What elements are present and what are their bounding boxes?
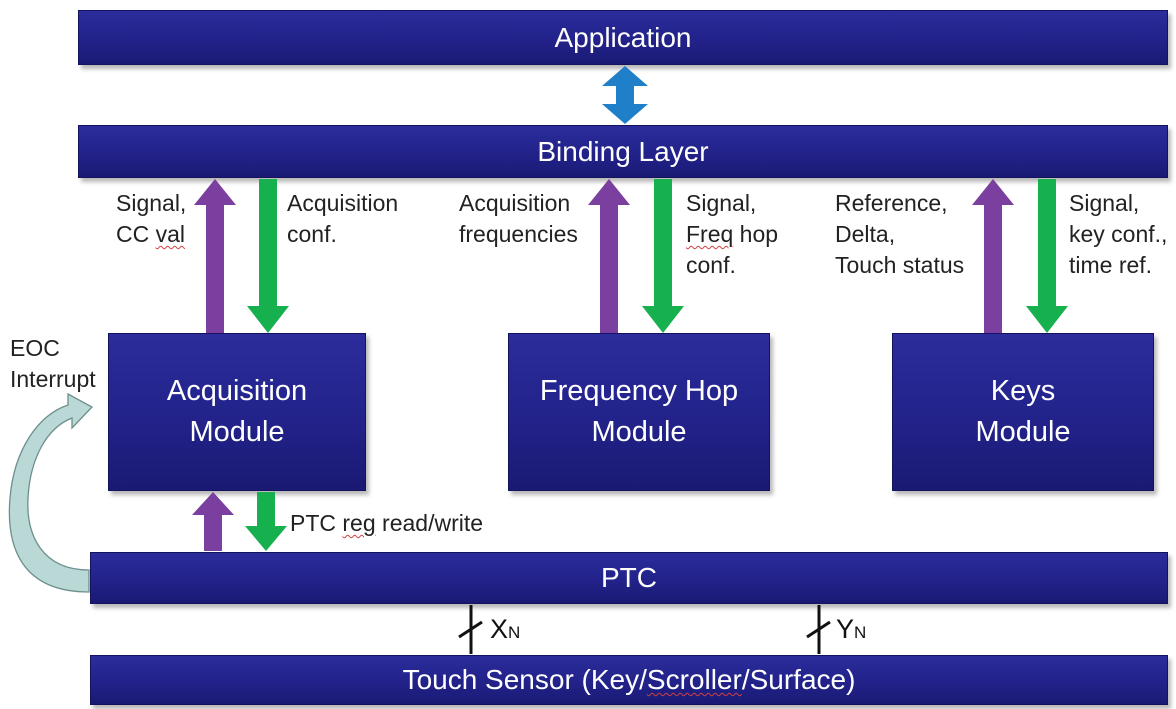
touch-sensor-layer: Touch Sensor (Key/Scroller/Surface): [90, 655, 1168, 705]
x-bus-label: XN: [490, 614, 521, 644]
binding-layer: Binding Layer: [78, 125, 1168, 178]
frequency-hop-module: Frequency Hop Module: [508, 333, 770, 491]
ptc-read-write-label: PTC reg read/write: [290, 510, 484, 536]
keys-module-label: Keys Module: [975, 375, 1071, 448]
acquisition-module: Acquisition Module: [108, 333, 366, 491]
frequency-hop-module-label: Frequency Hop Module: [539, 375, 739, 448]
eoc-interrupt-arrow: [8, 392, 94, 593]
acq-up-label: Signal,CC val: [116, 190, 187, 247]
keys-up-arrow: [972, 179, 1014, 333]
fh-up-arrow: [588, 179, 630, 333]
ptc-layer: PTC: [90, 552, 1168, 604]
acq-down-arrow: [247, 179, 289, 333]
ptc-up-arrow: [192, 492, 234, 551]
x-bus-slash: [458, 620, 483, 639]
ptc-label: PTC: [601, 562, 657, 593]
touch-sensor-scroller-word: Scroller: [646, 664, 742, 695]
keys-up-label: Reference, Delta, Touch status: [835, 190, 965, 278]
acq-up-arrow: [194, 179, 236, 333]
ptc-down-arrow: [245, 492, 287, 551]
application-label: Application: [554, 21, 692, 53]
fh-up-label: Acquisition frequencies: [459, 190, 578, 247]
touch-sensor-label: Touch Sensor (Key/Scroller/Surface): [402, 664, 856, 695]
keys-down-arrow: [1026, 179, 1068, 333]
eoc-interrupt-label: EOC Interrupt: [10, 335, 96, 392]
acq-down-label: Acquisition conf.: [287, 190, 399, 247]
keys-module: Keys Module: [892, 333, 1154, 491]
acquisition-module-label: Acquisition Module: [166, 375, 308, 448]
bidirectional-arrow: [602, 66, 648, 124]
binding-layer-label: Binding Layer: [537, 135, 709, 167]
fh-down-arrow: [642, 179, 684, 333]
y-bus-label: YN: [836, 614, 867, 644]
y-bus-slash: [806, 620, 831, 639]
keys-down-label: Signal, key conf., time ref.: [1069, 190, 1168, 278]
application-layer: Application: [78, 10, 1168, 65]
